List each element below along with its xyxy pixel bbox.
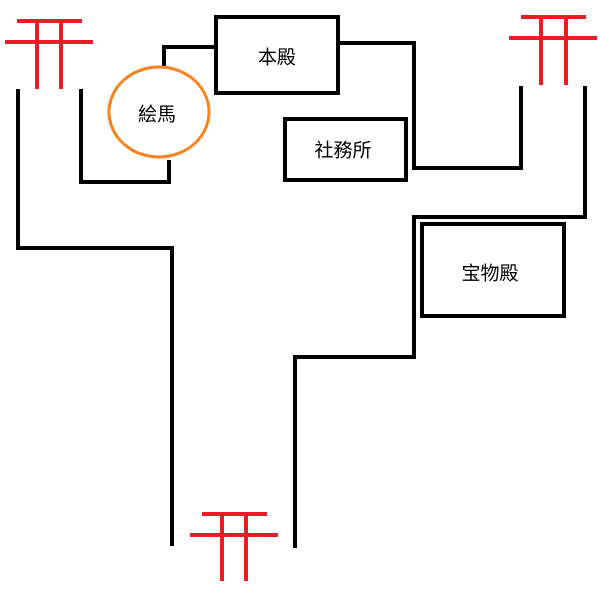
honden-label: 本殿 — [257, 46, 297, 69]
path-left-outer — [16, 89, 174, 546]
path-left-inner — [79, 89, 171, 184]
shamusho-building — [283, 117, 408, 182]
path-ema-to-honden — [162, 45, 218, 67]
torii-gate-icon-top-right — [509, 15, 597, 85]
ema-circle — [107, 65, 211, 159]
path-right-outer — [293, 86, 587, 548]
torii-gate-icon-top-left — [5, 19, 93, 89]
honden-building — [214, 15, 340, 95]
ema-label: 絵馬 — [137, 103, 177, 126]
homotsuden-label: 宝物殿 — [461, 262, 519, 285]
shamusho-label: 社務所 — [314, 139, 372, 162]
homotsuden-building — [420, 222, 566, 318]
path-honden-right — [336, 41, 523, 170]
torii-gate-icon-bottom — [190, 512, 278, 581]
